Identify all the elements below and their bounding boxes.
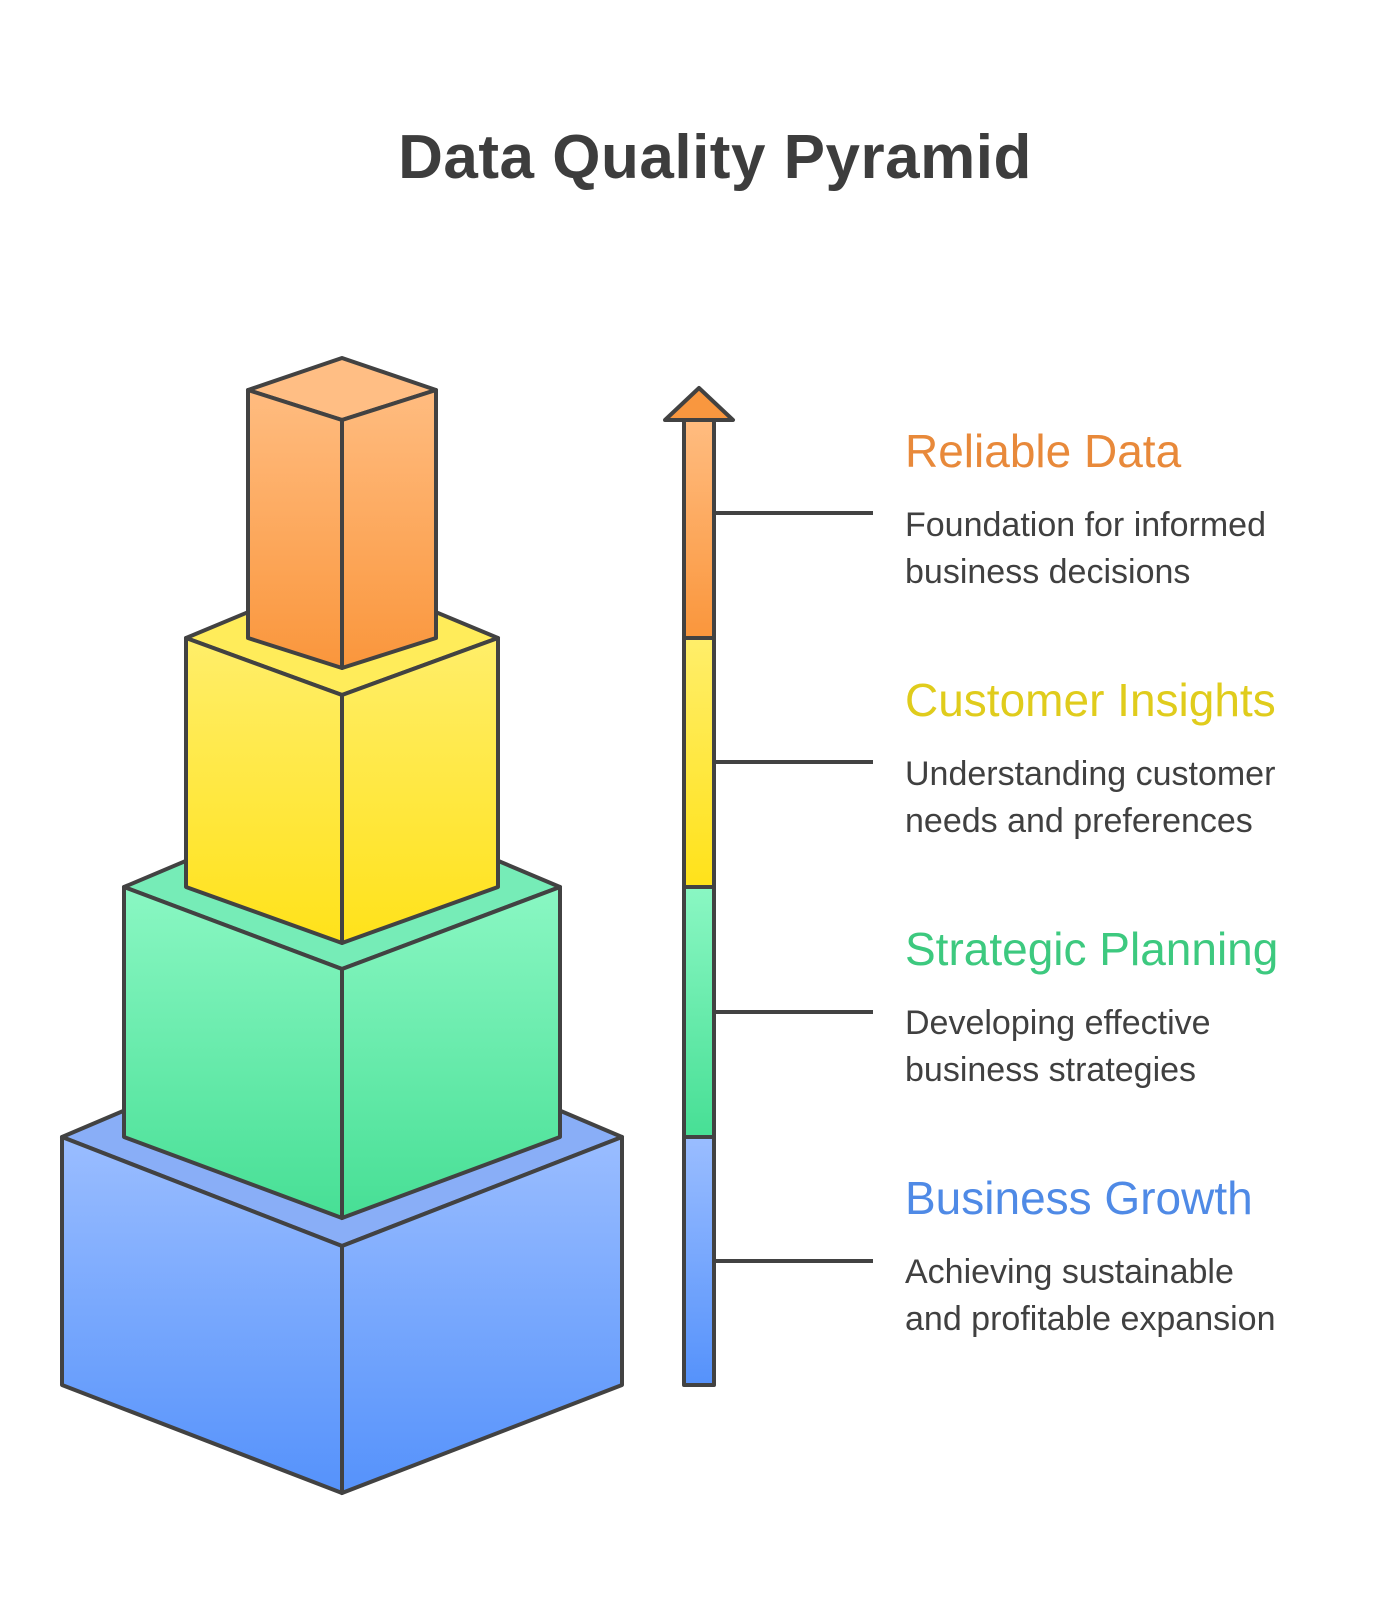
upward-arrow <box>663 386 735 1387</box>
pyramid-block-strategic-planning <box>122 793 562 1220</box>
level-reliable-data: Reliable Data Foundation for informed bu… <box>905 423 1375 596</box>
level-customer-insights: Customer Insights Understanding customer… <box>905 672 1375 845</box>
level-strategic-planning: Strategic Planning Developing effective … <box>905 921 1375 1094</box>
arrow-head-icon <box>663 386 735 422</box>
diagram-title: Data Quality Pyramid <box>398 123 1032 192</box>
level-description: Understanding customer needs and prefere… <box>905 755 1276 840</box>
level-business-growth: Business Growth Achieving sustainable an… <box>905 1170 1375 1343</box>
level-description: Foundation for informed business decisio… <box>905 506 1266 591</box>
level-description: Achieving sustainable and profitable exp… <box>905 1253 1276 1338</box>
level-title: Business Growth <box>905 1172 1253 1224</box>
pyramid-block-reliable-data <box>246 356 438 670</box>
level-description: Developing effective business strategies <box>905 1004 1211 1089</box>
pyramid-block-customer-insights <box>184 571 500 945</box>
level-title: Customer Insights <box>905 674 1276 726</box>
level-title: Strategic Planning <box>905 923 1279 975</box>
level-title: Reliable Data <box>905 425 1182 477</box>
